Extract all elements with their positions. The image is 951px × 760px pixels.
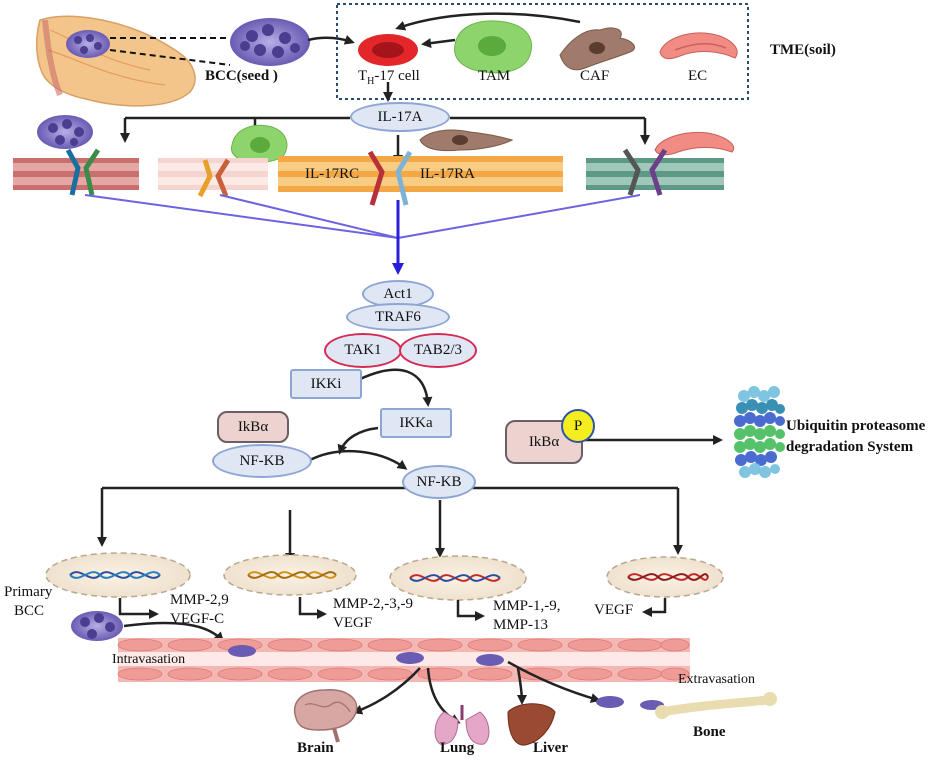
tme-soil-label: TME(soil) bbox=[770, 42, 836, 58]
ikki-node: IKKi bbox=[290, 369, 362, 399]
breast-icon bbox=[35, 15, 196, 107]
traf6-node: TRAF6 bbox=[346, 303, 450, 331]
target1-line2: VEGF-C bbox=[170, 611, 225, 627]
bone-icon bbox=[596, 692, 777, 719]
tumor-cluster-icon bbox=[66, 30, 110, 58]
liver-icon bbox=[507, 703, 556, 746]
brain-label: Brain bbox=[297, 740, 334, 756]
ec-cell-icon bbox=[654, 131, 735, 156]
tumor-cell-icon bbox=[396, 652, 424, 664]
caf-cell-icon bbox=[419, 129, 514, 152]
tumor-cluster-icon bbox=[230, 18, 310, 66]
primary-bcc-label-line2: BCC bbox=[14, 603, 45, 619]
membrane-caf bbox=[278, 156, 563, 192]
il17a-node: IL-17A bbox=[350, 102, 450, 132]
tumor-cluster-icon bbox=[37, 115, 93, 149]
nucleus-dna-icon bbox=[606, 556, 724, 598]
tme-box bbox=[336, 3, 749, 100]
ec-label: EC bbox=[688, 68, 708, 84]
target3-line1: MMP-1,-9, bbox=[493, 598, 561, 614]
intravasation-label: Intravasation bbox=[112, 652, 186, 667]
receptor-bcc bbox=[65, 148, 101, 196]
proteasome-icon bbox=[734, 386, 785, 478]
primary-bcc-label-line1: Primary bbox=[4, 584, 53, 600]
target3-line2: MMP-13 bbox=[493, 617, 549, 633]
bone-label: Bone bbox=[693, 724, 726, 740]
target2-line2: VEGF bbox=[333, 615, 373, 631]
target4-label: VEGF bbox=[594, 602, 634, 618]
tak1-node: TAK1 bbox=[324, 333, 402, 368]
th17-cell-icon bbox=[358, 34, 418, 66]
il17rc-label: IL-17RC bbox=[305, 166, 360, 182]
blood-vessel-icon bbox=[117, 638, 690, 682]
membrane-tam bbox=[158, 158, 268, 190]
receptor-ec bbox=[622, 148, 668, 196]
extravasation-label: Extravasation bbox=[678, 672, 755, 687]
nucleus-dna-icon bbox=[389, 555, 527, 601]
caf-cell-icon bbox=[559, 27, 635, 71]
il17ra-label: IL-17RA bbox=[420, 166, 475, 182]
tam-cell-icon bbox=[231, 124, 288, 163]
brain-icon bbox=[293, 689, 358, 743]
lung-label: Lung bbox=[440, 740, 475, 756]
th17-cell-label: TH-17 cell bbox=[358, 68, 420, 87]
nfkb-complex-node: NF-KB bbox=[212, 444, 312, 478]
tumor-cell-icon bbox=[476, 654, 504, 666]
caf-label: CAF bbox=[580, 68, 610, 84]
nucleus-dna-icon bbox=[223, 554, 357, 596]
ups-label-line2: degradation System bbox=[786, 439, 914, 455]
liver-label: Liver bbox=[533, 740, 568, 756]
receptor-caf bbox=[367, 150, 413, 206]
target2-line1: MMP-2,-3,-9 bbox=[333, 596, 414, 612]
ikka-node: IKKa bbox=[380, 408, 452, 438]
target1-line1: MMP-2,9 bbox=[170, 592, 229, 608]
lung-icon bbox=[434, 705, 490, 745]
receptor-tam bbox=[197, 158, 231, 198]
tumor-cell-icon bbox=[228, 645, 256, 657]
tam-label: TAM bbox=[478, 68, 511, 84]
nucleus-dna-icon bbox=[45, 552, 191, 598]
ups-label-line1: Ubiquitin proteasome bbox=[786, 418, 926, 434]
tam-cell-icon bbox=[454, 20, 532, 74]
phosphate-badge: P bbox=[561, 409, 595, 443]
ec-cell-icon bbox=[659, 32, 738, 60]
ikba-complex-node: IkBα bbox=[217, 411, 289, 443]
tumor-cluster-icon bbox=[71, 611, 123, 641]
bcc-seed-label: BCC(seed ) bbox=[205, 68, 278, 84]
tab23-node: TAB2/3 bbox=[399, 333, 477, 368]
nfkb-free-node: NF-KB bbox=[402, 465, 476, 499]
